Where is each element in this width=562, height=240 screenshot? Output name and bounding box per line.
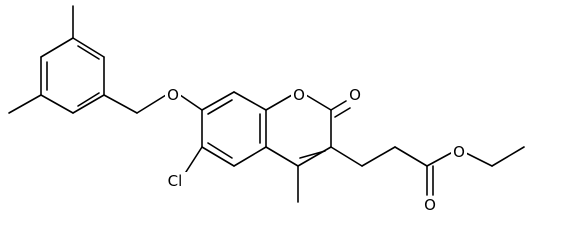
ester-oxygen-label: O <box>453 143 465 161</box>
ethyl-bond-1 <box>465 152 493 167</box>
ethyl-bond-2 <box>491 146 525 167</box>
atom-label-chlorine: Cl <box>163 172 187 190</box>
chlorine-bond <box>183 146 203 176</box>
chain-bond-1 <box>330 146 363 167</box>
chain-bond-2 <box>361 146 396 167</box>
structure-canvas: O O O Cl O O <box>8 5 525 214</box>
methyl-bond-left <box>8 94 42 114</box>
ester-oxygen-bond <box>426 152 452 167</box>
coumarin-benzo-ring <box>201 91 267 167</box>
pyranone-ring <box>265 94 332 167</box>
benzyl-ch2-bond <box>103 94 138 114</box>
chain-bond-3 <box>394 146 428 167</box>
carbonyl-oxygen-label: O <box>349 86 361 104</box>
ring-oxygen-label: O <box>293 86 305 104</box>
ether-oxygen-label: O <box>167 86 179 104</box>
oxygen-coumarin-bond <box>179 94 203 111</box>
ester-carbonyl-oxygen-label: O <box>424 196 436 214</box>
chlorine-label: Cl <box>168 172 183 190</box>
atom-label-carbonyl-oxygen: O <box>347 86 363 104</box>
dimethylphenyl-ring <box>40 37 105 114</box>
atom-label-ester-carbonyl-oxygen: O <box>422 196 438 214</box>
atom-label-ester-oxygen: O <box>451 143 467 161</box>
ch2-oxygen-bond <box>136 94 167 114</box>
carbonyl-bond-a <box>330 100 347 111</box>
atom-label-ether-oxygen: O <box>165 86 181 104</box>
carbonyl-bond-b <box>334 107 351 118</box>
atom-label-ring-oxygen: O <box>291 86 307 104</box>
chemical-structure-diagram: O O O Cl O O <box>8 5 525 214</box>
